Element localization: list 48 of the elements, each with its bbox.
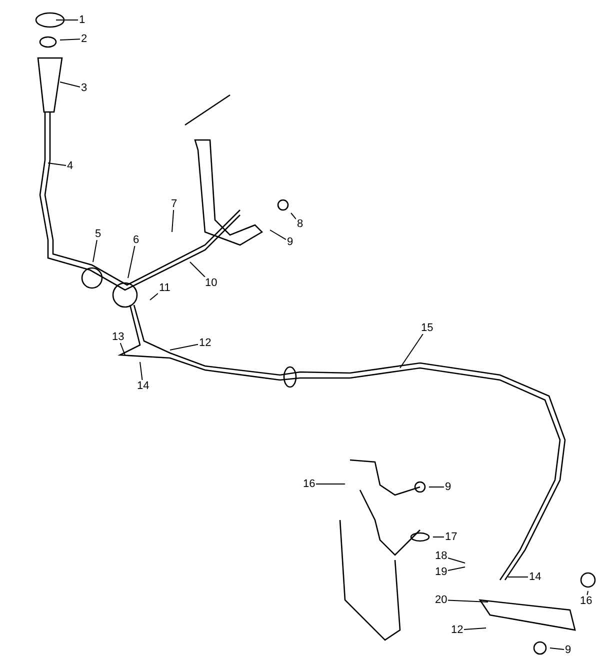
callout-number: 15 [420, 322, 434, 334]
leader-line [508, 576, 528, 578]
leader-line [448, 566, 466, 572]
leader-line [290, 212, 296, 220]
leader-line [432, 536, 444, 538]
callout-number: 14 [528, 571, 542, 583]
leader-line [448, 558, 466, 564]
callout-number: 10 [204, 277, 218, 289]
callout-number: 6 [132, 234, 140, 246]
callout-number: 13 [111, 331, 126, 343]
leader-line [428, 486, 444, 488]
leader-line [120, 342, 126, 356]
callout-number: 19 [434, 566, 448, 578]
callout-number: 2 [80, 33, 88, 45]
leader-line [550, 648, 564, 650]
callout-number: 12 [198, 337, 212, 349]
leader-line [60, 38, 80, 40]
callout-number: 14 [136, 380, 150, 392]
leader-line [448, 600, 488, 602]
callout-number: 4 [66, 160, 74, 172]
leader-line [464, 628, 486, 630]
leader-line [60, 82, 80, 88]
leader-line [400, 334, 424, 368]
callout-number: 3 [80, 82, 88, 94]
callout-number: 9 [564, 644, 572, 656]
callout-number: 9 [286, 236, 294, 248]
leader-line [172, 210, 174, 232]
callout-number: 9 [444, 481, 452, 493]
leader-line [150, 292, 158, 300]
callout-number: 16 [302, 478, 316, 490]
callout-number: 18 [434, 550, 448, 562]
callout-number: 20 [434, 594, 448, 606]
leader-line [128, 246, 136, 278]
leader-line [190, 262, 206, 278]
leader-line [270, 230, 286, 240]
leader-line [140, 362, 143, 380]
leader-line [92, 240, 98, 262]
callout-number: 11 [158, 282, 172, 294]
callout-number: 5 [94, 228, 102, 240]
callout-number: 12 [450, 624, 464, 636]
callout-number: 8 [296, 218, 304, 230]
leader-line [48, 162, 66, 166]
callout-number: 1 [78, 14, 86, 26]
callout-number: 16 [579, 595, 594, 607]
callout-number: 17 [444, 531, 458, 543]
leader-line [586, 590, 588, 596]
leader-line [170, 344, 198, 350]
callout-number: 7 [170, 198, 178, 210]
